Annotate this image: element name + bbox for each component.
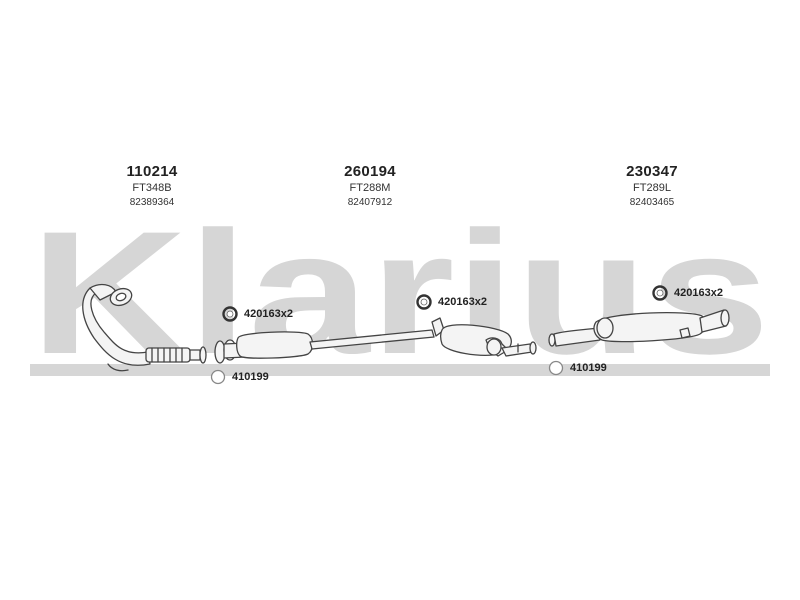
centre-silencer[interactable] [214,317,537,364]
hanger-icon [548,360,564,376]
part-label-centre-silencer: 260194 FT288M 82407912 [300,163,440,209]
accessory-label: 420163x2 [674,287,723,299]
part-label-rear-silencer: 230347 FT289L 82403465 [582,163,722,209]
part-code: FT289L [633,182,671,194]
part-number: 260194 [344,163,396,180]
accessory-clamp-centre[interactable]: 420163x2 [416,294,487,310]
accessory-clamp-rear[interactable]: 420163x2 [652,285,723,301]
rear-silencer[interactable] [548,309,730,347]
accessory-clamp-front[interactable]: 420163x2 [222,306,293,322]
accessory-label: 410199 [232,371,269,383]
oe-number: 82403465 [629,197,675,208]
accessory-hanger-front[interactable]: 410199 [210,369,269,385]
front-pipe[interactable] [82,283,207,372]
accessory-hanger-rear[interactable]: 410199 [548,360,607,376]
hanger-icon [210,369,226,385]
part-code: FT348B [132,182,172,194]
clamp-icon [652,285,668,301]
accessory-label: 420163x2 [244,308,293,320]
part-label-front-pipe: 110214 FT348B 82389364 [82,163,222,209]
oe-number: 82407912 [347,197,393,208]
accessory-label: 410199 [570,362,607,374]
oe-number: 82389364 [129,197,175,208]
clamp-icon [416,294,432,310]
part-number: 110214 [126,163,178,180]
clamp-icon [222,306,238,322]
accessory-label: 420163x2 [438,296,487,308]
part-code: FT288M [349,182,391,194]
part-number: 230347 [626,163,678,180]
